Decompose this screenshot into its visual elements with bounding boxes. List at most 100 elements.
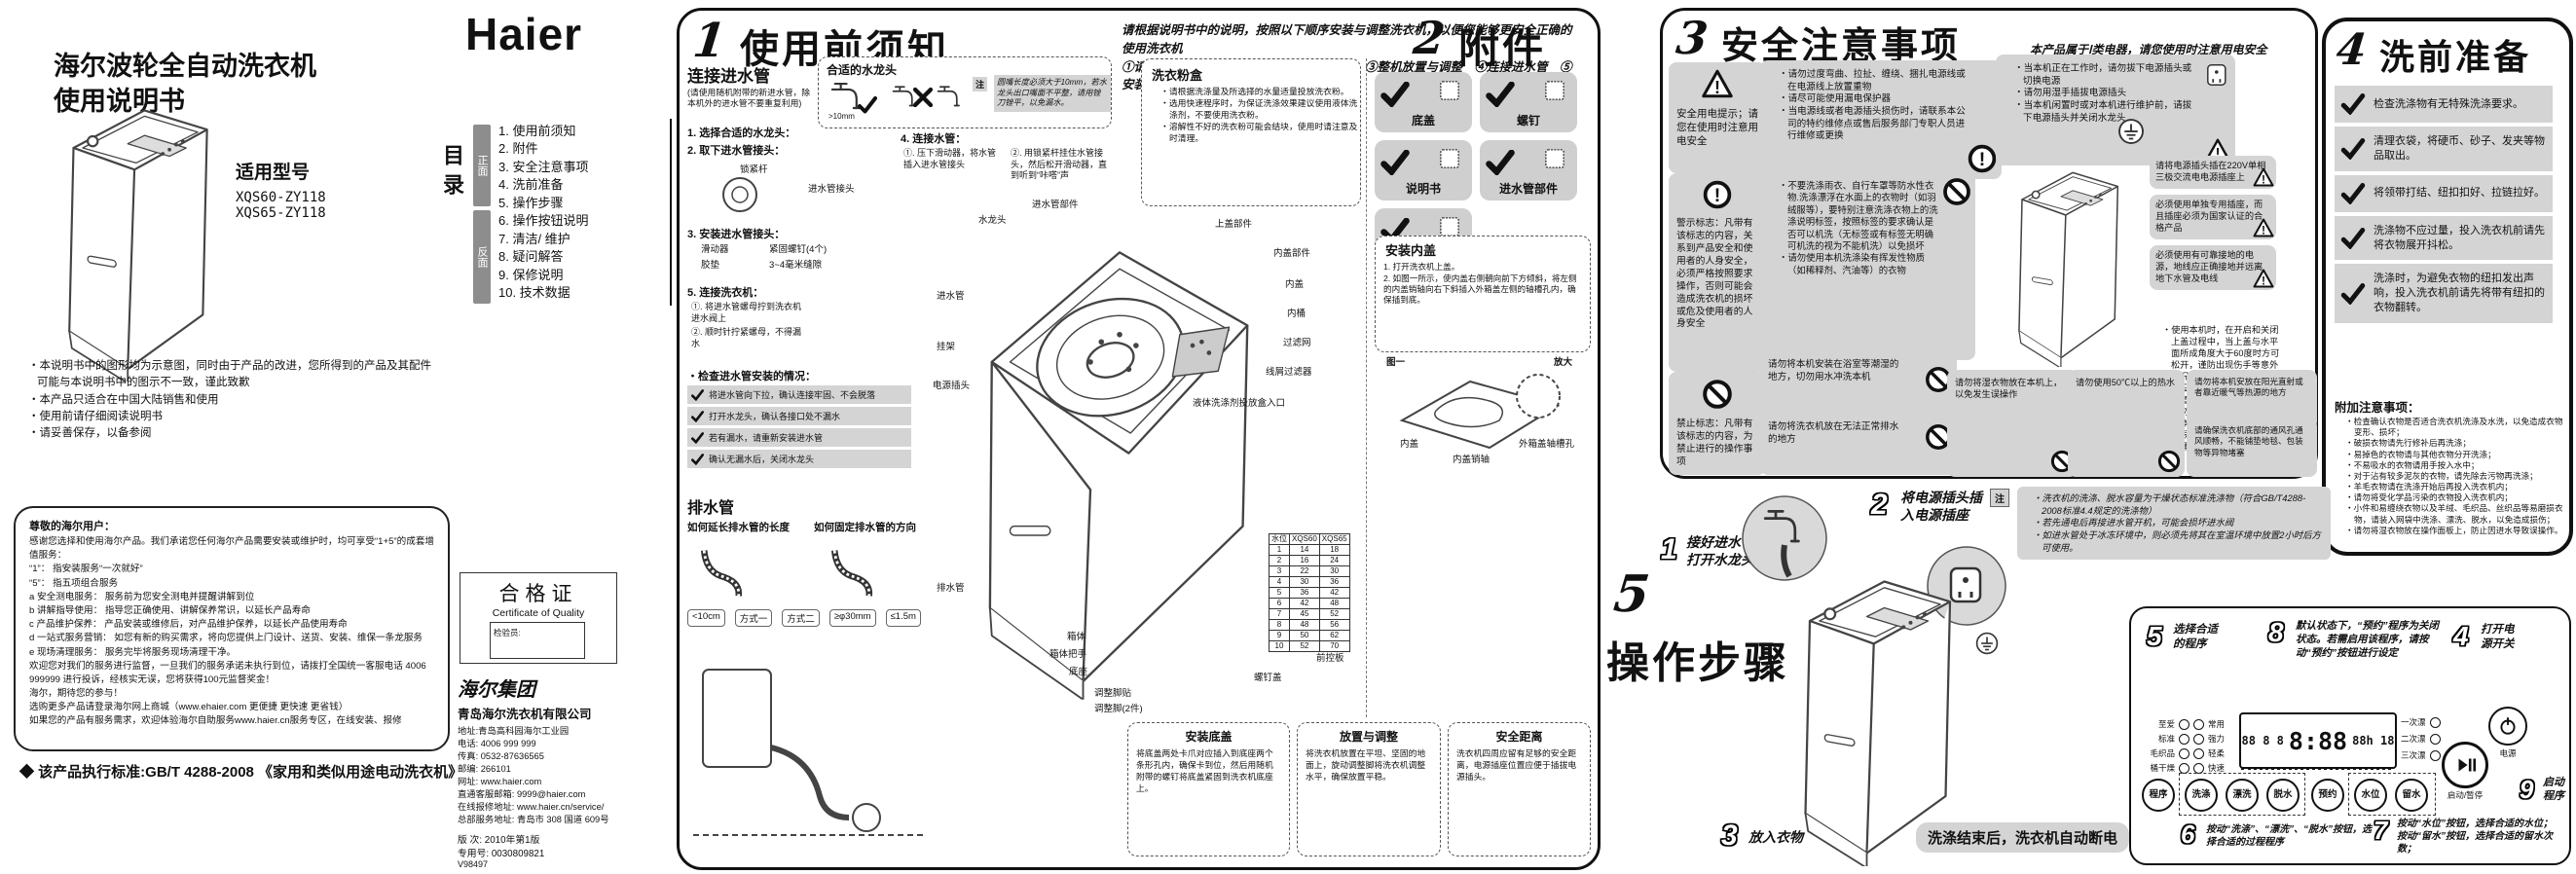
program-led <box>2193 747 2204 759</box>
start-label: 启动/暂停 <box>2447 790 2484 800</box>
water-table-header: 水位 XQS60 XQS65 <box>1269 533 1350 545</box>
safety-item: 请勿使用50℃以上的热水 <box>2076 378 2176 387</box>
program-label-left: 标准 <box>2157 734 2175 744</box>
model-block: 适用型号 XQS60-ZY118 XQS65-ZY118 <box>236 158 326 221</box>
company-info-line: 总部服务地址: 青岛市 308 国道 609号 <box>458 815 609 825</box>
prep-check-text: 将领带打结、纽扣扣好、拉链拉好。 <box>2374 187 2545 200</box>
label-lock-lever: 锁紧杆 <box>740 164 768 175</box>
inner-lid-figure <box>1399 374 1561 450</box>
note-tag: 注 <box>973 77 988 91</box>
inlet-check-row: 确认无漏水后，关闭水龙头 <box>687 450 911 468</box>
water-table-row: 1 14 18 <box>1269 544 1350 556</box>
program-led-block: 至爱 常用 标准 强力 毛织品 轻柔 桶干燥 快速 <box>2142 718 2225 777</box>
safety-item: 请勿将本机安装在浴室等潮湿的地方，切勿用水冲洗本机 <box>1768 359 1899 382</box>
toc-item: 4. 洗前准备 <box>498 177 564 193</box>
step4-line2: 源开关 <box>2481 637 2515 650</box>
rinse-button: 漂洗 <box>2226 779 2259 812</box>
panel4-number: 4 <box>2334 25 2370 75</box>
rinse-led <box>2429 733 2441 745</box>
step3-number: 3 <box>1721 819 1738 852</box>
box-text: 将洗衣机放置在平坦、坚固的地面上，旋动调整脚将洗衣机调整水平，确保放置平稳。 <box>1306 748 1426 782</box>
lcd-left-digits: 88 8 8 <box>2241 734 2284 747</box>
warning-triangle-icon <box>2253 218 2274 237</box>
legend-excl-box: 警示标志：凡带有该标志的内容，关系到产品安全和使用者的人身安全，必须严格按照要求… <box>1669 173 1766 372</box>
drain-label: <10cm <box>687 609 725 627</box>
panel5-number: 5 <box>1610 564 1653 624</box>
company-info-line: 传真: 0532-87636565 <box>458 751 544 762</box>
inlet-checks: 将进水管向下拉，确认连接牢固、不会脱落 打开水龙头，确认各接口处不漏水 若有漏水… <box>687 385 911 471</box>
inlet-check-row: 打开水龙头，确认各接口处不漏水 <box>687 407 911 425</box>
legend-warn-text: 安全用电提示；请您在使用时注意用电安全 <box>1676 108 1758 147</box>
water-level-button: 水位 <box>2354 779 2387 812</box>
program-led <box>2179 762 2190 774</box>
drain-label: 方式一 <box>734 609 773 627</box>
part-drain-hose: 排水管 <box>937 583 965 594</box>
step1-number: 1 <box>1661 533 1677 565</box>
step2-inset <box>1927 546 2006 626</box>
reserve-button: 预约 <box>2311 779 2344 812</box>
cover-note: 使用前请仔细阅读说明书 <box>28 409 437 425</box>
greeting-box: 尊敬的海尔用户： 感谢您选择和使用海尔产品。我们承诺您任何海尔产品需要安装或维护… <box>14 506 450 751</box>
panel2-title: 附件 <box>1458 25 1547 71</box>
safety-item: 请勿用湿手插拔电源插头 <box>2014 88 2194 100</box>
greeting-line: a 安全测电服务： 服务前为您安全测电并提醒讲解到位 <box>29 591 255 602</box>
greeting-line: c 产品维护保养： 产品安装或维修后，对产品维护保养，以延长产品使用寿命 <box>29 619 348 631</box>
start-button-block: 启动/暂停 <box>2442 742 2488 801</box>
legend-warn-box: 安全用电提示；请您在使用时注意用电安全 <box>1669 62 1766 173</box>
drain-label: ≤1.5m <box>885 609 921 627</box>
figure-label: 图一 <box>1386 357 1406 368</box>
inlet-check-text: 确认无漏水后，关闭水龙头 <box>709 455 815 464</box>
inner-lid-step1: 1. 打开洗衣机上盖。 <box>1383 262 1460 272</box>
toc-item: 6. 操作按钮说明 <box>498 213 589 229</box>
cover-note: 本说明书中的图形均为示意图，同时由于产品的改进，您所得到的产品及其配件可能与本说… <box>28 358 437 392</box>
lcd-right-digits: 88h 18 <box>2352 734 2395 747</box>
lcd-dot-row <box>2241 767 2391 770</box>
program-label-right: 强力 <box>2208 734 2226 744</box>
power-button-block: 电源 <box>2488 707 2527 759</box>
inlet-check-row: 若有漏水，请重新安装进水管 <box>687 428 911 447</box>
ground-icon <box>2116 117 2146 146</box>
ventilation-box: 请确保洗衣机底部的通风孔通风顺畅，不能铺垫地毯、包装物等异物堵塞 <box>2187 419 2317 477</box>
extra-heading: 附加注意事项： <box>2335 401 2420 415</box>
install-inner-lid-box: 安装内盖 1. 打开洗衣机上盖。 2. 如图一所示，使内盖右侧朝向前下方倾斜，将… <box>1375 236 1591 352</box>
toc-tab-back: 反面 <box>473 210 491 304</box>
toc-tab-front: 正面 <box>473 125 491 206</box>
power-icon <box>2497 715 2519 737</box>
part-faucet: 水龙头 <box>978 215 1007 226</box>
check-icon <box>691 388 704 401</box>
inner-lid-heading: 安装内盖 <box>1385 243 1437 258</box>
step2-line1: 将电源插头插 <box>1900 490 1982 505</box>
toc-tabs: 正面 反面 <box>473 125 491 306</box>
inspector-box: 检验员: <box>490 622 585 659</box>
check-icon <box>2340 93 2366 115</box>
inlet-check-text: 打开水龙头，确认各接口处不漏水 <box>709 412 841 421</box>
hot-water-box: 请勿使用50℃以上的热水 <box>2068 370 2185 477</box>
program-led-row: 标准 强力 <box>2142 733 2225 745</box>
greeting-line: 海尔，期待您的参与！ <box>29 688 123 700</box>
inner-lid-label: 内盖 <box>1400 439 1419 450</box>
part-tub: 内桶 <box>1287 309 1306 319</box>
safety-item: 当电源线或者电源插头损伤时，请联系本公司的特约维修点或售后服务部门专职人员进行维… <box>1779 106 1969 143</box>
drain-hose-icon <box>693 545 748 600</box>
faucet-box: 合适的水龙头 >10mm 注 圆嘴长度必须大于10mm，若水龙头出口嘴面不平整，… <box>818 56 1112 128</box>
cover-note: 请妥善保存，以备参阅 <box>28 425 437 442</box>
power-callout: 必须使用有可靠接地的电源，地线应正确接地并远离地下水管及电线 <box>2150 244 2276 290</box>
check-icon <box>1380 82 1410 107</box>
safety-item: 请勿过度弯曲、拉扯、缠绕、捆扎电源线或在电源线上放置重物 <box>1779 69 1969 93</box>
certificate-title: 合格证 <box>498 583 578 605</box>
company-info-line: 地址:青岛高科园海尔工业园 <box>458 726 570 736</box>
toc-item: 10. 技术数据 <box>498 285 570 301</box>
toc-item: 8. 疑问解答 <box>498 249 564 265</box>
extra-note: 对于沾有较多泥灰的衣物，请先除去污物再洗涤； <box>2345 471 2567 482</box>
part-plug: 电源插头 <box>933 381 971 391</box>
part-inlet-assy: 进水管部件 <box>1032 200 1079 210</box>
step5-text: 选择合适 的程序 <box>2173 623 2218 652</box>
toc-item: 3. 安全注意事项 <box>498 159 589 174</box>
step1-line1: 接好进水管, <box>1686 534 1758 550</box>
greeting-line: d 一站式服务营销： 如您有新的购买需求，将向您提供上门设计、送货、安装、维保一… <box>29 633 423 644</box>
safety-item: 请尽可能使用漏电保护器 <box>1779 93 1969 106</box>
ban-icon <box>1942 177 1971 206</box>
faucet-note: 圆嘴长度必须大于10mm，若水龙头出口嘴面不平整，请用锉刀锉平，以免漏水。 <box>994 75 1111 112</box>
